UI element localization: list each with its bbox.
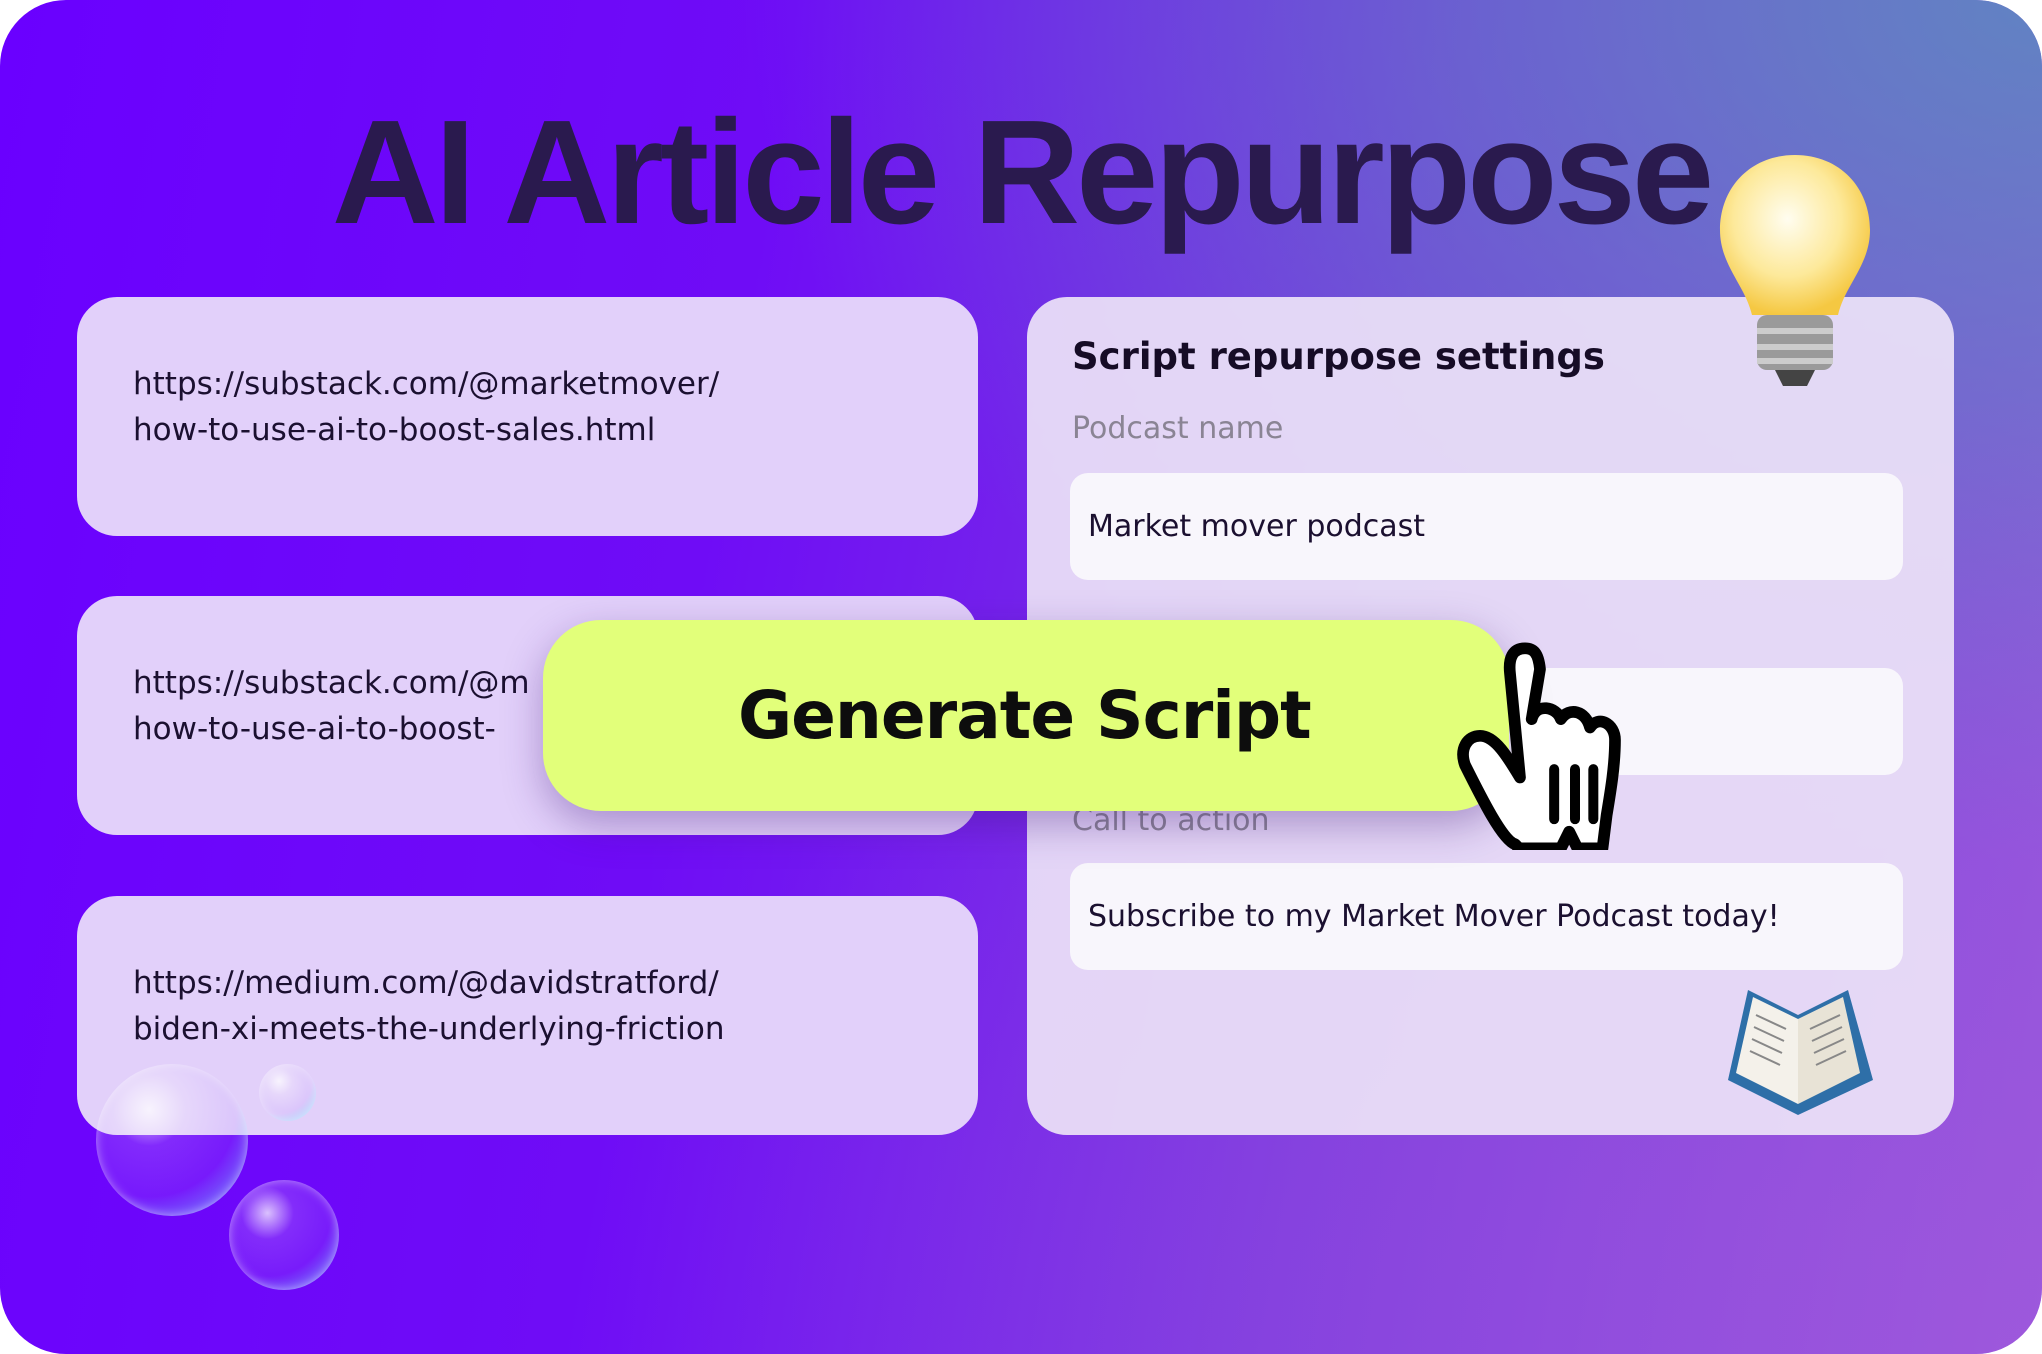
pointer-hand-icon	[1457, 642, 1621, 850]
settings-heading: Script repurpose settings	[1072, 335, 1605, 378]
call-to-action-input[interactable]: Subscribe to my Market Mover Podcast tod…	[1070, 863, 1903, 970]
article-url: https://medium.com/@davidstratford/ bide…	[133, 960, 724, 1052]
lightbulb-icon	[1720, 155, 1870, 386]
article-url: https://substack.com/@m how-to-use-ai-to…	[133, 660, 530, 752]
url-line: https://substack.com/@marketmover/	[133, 366, 720, 402]
bubble-icon	[259, 1064, 316, 1121]
url-line: how-to-use-ai-to-boost-sales.html	[133, 412, 656, 448]
page-title: AI Article Repurpose	[331, 90, 1714, 255]
url-line: biden-xi-meets-the-underlying-friction	[133, 1011, 725, 1047]
open-book-icon	[1728, 990, 1873, 1115]
url-line: how-to-use-ai-to-boost-	[133, 711, 496, 747]
url-line: https://substack.com/@m	[133, 665, 530, 701]
podcast-name-input[interactable]: Market mover podcast	[1070, 473, 1903, 580]
generate-script-button[interactable]: Generate Script	[543, 620, 1509, 811]
bubble-icon	[96, 1064, 248, 1216]
url-line: https://medium.com/@davidstratford/	[133, 965, 719, 1001]
article-url: https://substack.com/@marketmover/ how-t…	[133, 361, 719, 453]
podcast-name-label: Podcast name	[1072, 411, 1284, 446]
bubble-icon	[229, 1180, 339, 1290]
article-url-card[interactable]: https://substack.com/@marketmover/ how-t…	[77, 297, 978, 536]
